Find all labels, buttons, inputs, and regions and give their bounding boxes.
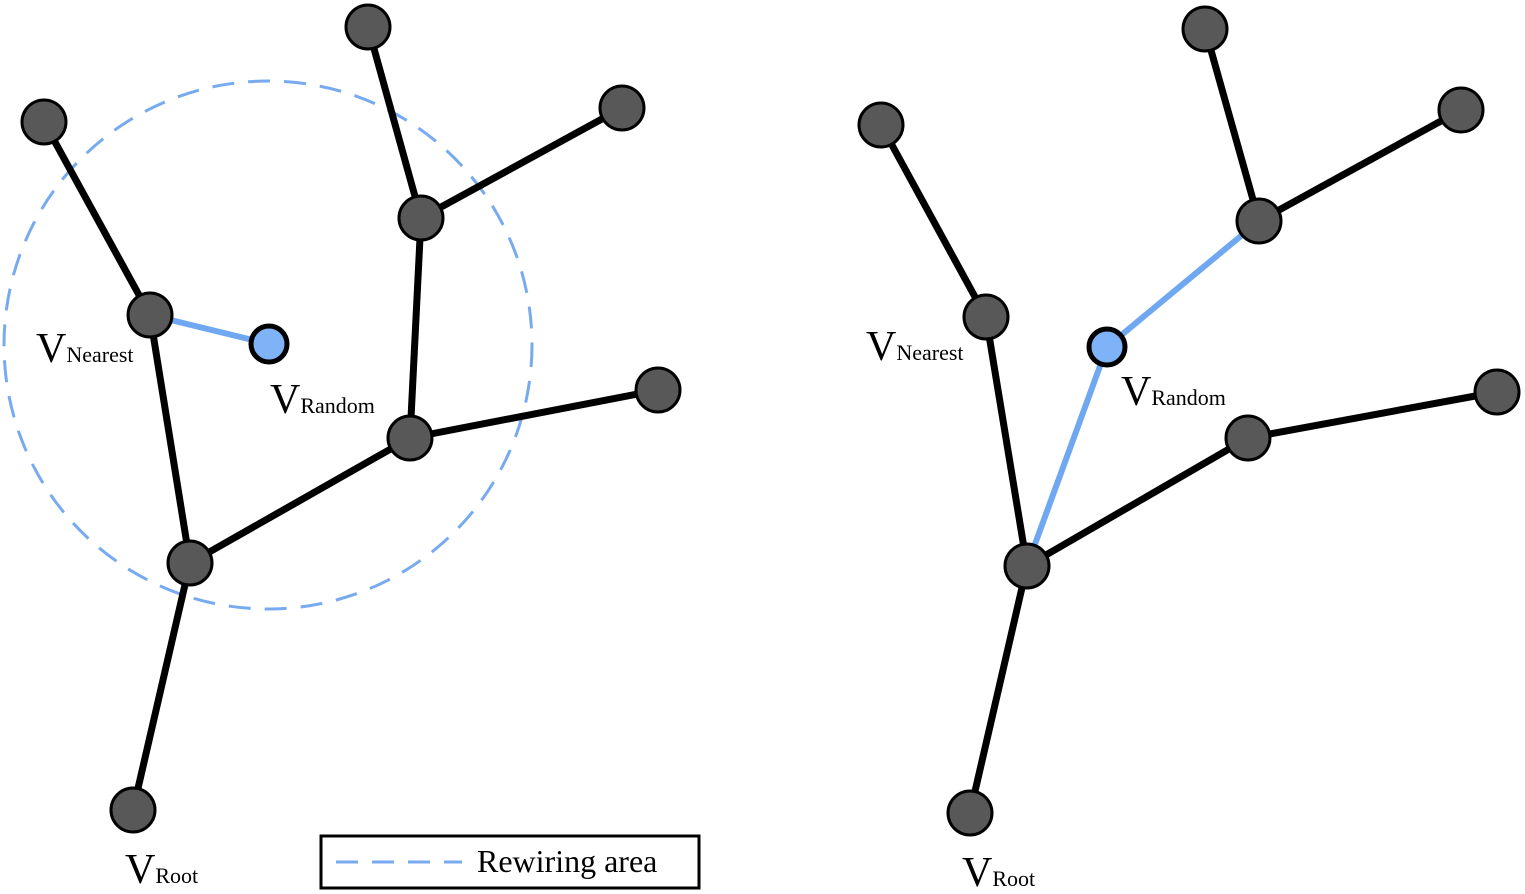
right-label-root-v: V <box>962 850 992 894</box>
left-edge-mid-right-leaf <box>406 386 662 442</box>
right-edge-root-hub <box>966 562 1031 817</box>
left-node-nearest <box>126 291 174 339</box>
right-label-root: VRoot <box>962 850 1035 894</box>
legend-label: Rewiring area <box>477 843 657 879</box>
left-label-nearest-sub: Nearest <box>66 342 133 367</box>
right-node-hub <box>1003 542 1051 590</box>
left-node-upper-right-leaf <box>598 84 646 132</box>
right-label-nearest-sub: Nearest <box>896 340 963 365</box>
left-label-nearest-v: V <box>36 326 66 372</box>
left-labels: VNearest VRandom VRoot <box>36 326 375 893</box>
right-edge-upper-right-leaf <box>1255 106 1465 225</box>
left-node-random <box>248 323 290 365</box>
left-node-upper <box>397 194 445 242</box>
left-edge-upper-top-leaf <box>364 23 425 222</box>
right-node-nearest <box>962 293 1010 341</box>
right-edge-hub-mid <box>1023 434 1252 570</box>
right-node-right-leaf <box>1473 368 1521 416</box>
right-node-upper <box>1235 197 1283 245</box>
right-label-random: VRandom <box>1121 369 1226 415</box>
rewiring-area-circle <box>2 79 534 611</box>
left-node-mid <box>386 414 434 462</box>
left-label-root: VRoot <box>125 847 198 893</box>
right-label-nearest: VNearest <box>866 324 964 370</box>
left-label-nearest: VNearest <box>36 326 134 372</box>
left-tree-edges <box>40 23 662 814</box>
left-panel: VNearest VRandom VRoot Rewiring area <box>2 3 701 893</box>
left-edge-upper-right-leaf <box>417 104 626 222</box>
right-node-upper-right-leaf <box>1437 86 1485 134</box>
left-edge-hub-mid <box>186 434 414 567</box>
left-label-random-v: V <box>270 377 300 423</box>
right-tree-nodes <box>857 5 1521 837</box>
left-label-random: VRandom <box>270 377 375 423</box>
right-edge-hub-random <box>1024 344 1110 569</box>
left-node-hub <box>166 539 214 587</box>
left-label-root-sub: Root <box>155 863 198 888</box>
left-label-root-v: V <box>125 847 155 893</box>
right-label-random-v: V <box>1121 369 1151 415</box>
right-node-top-left-leaf <box>857 101 905 149</box>
left-edge-mid-upper <box>406 214 425 442</box>
right-node-root <box>946 789 994 837</box>
right-label-root-sub: Root <box>992 866 1035 891</box>
left-node-right-leaf <box>634 366 682 414</box>
left-edge-root-hub <box>129 559 194 814</box>
left-edge-hub-nearest <box>146 311 194 567</box>
right-node-random <box>1086 326 1128 368</box>
left-tree-nodes <box>20 3 682 834</box>
left-node-root <box>109 786 157 834</box>
right-node-mid <box>1224 414 1272 462</box>
right-label-random-sub: Random <box>1151 385 1226 410</box>
right-node-top-leaf <box>1181 5 1229 53</box>
right-panel: VNearest VRandom VRoot <box>857 5 1521 894</box>
right-edge-nearest-leaf <box>877 121 990 321</box>
left-label-random-sub: Random <box>300 393 375 418</box>
right-edge-hub-nearest <box>982 313 1031 570</box>
left-node-top-leaf <box>344 3 392 51</box>
right-edge-upper-top-leaf <box>1201 25 1263 225</box>
right-edge-random-upper <box>1104 218 1262 350</box>
right-labels: VNearest VRandom VRoot <box>866 324 1226 894</box>
right-label-nearest-v: V <box>866 324 896 370</box>
left-edge-nearest-leaf <box>40 118 154 319</box>
legend: Rewiring area <box>319 834 701 890</box>
right-tree-edges <box>877 25 1501 817</box>
left-node-top-left-leaf <box>20 98 68 146</box>
right-edge-mid-right-leaf <box>1244 388 1501 442</box>
